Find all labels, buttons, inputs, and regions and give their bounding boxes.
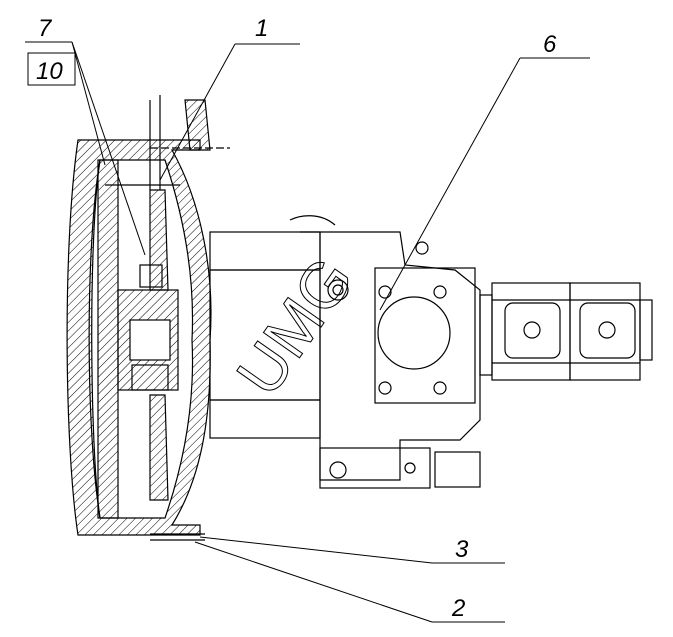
callout-3: 3 [455, 536, 469, 563]
watermark: UMG [222, 244, 367, 408]
hydraulic-pump [209, 215, 481, 489]
leader-lines [25, 41, 590, 623]
gear-pump [479, 282, 653, 381]
callout-6: 6 [543, 31, 557, 58]
callout-1: 1 [255, 15, 268, 42]
callout-7: 7 [38, 15, 53, 42]
bell-housing [66, 139, 212, 536]
callout-10: 10 [36, 58, 63, 85]
damper-plate [105, 95, 230, 501]
callout-2: 2 [451, 595, 465, 622]
